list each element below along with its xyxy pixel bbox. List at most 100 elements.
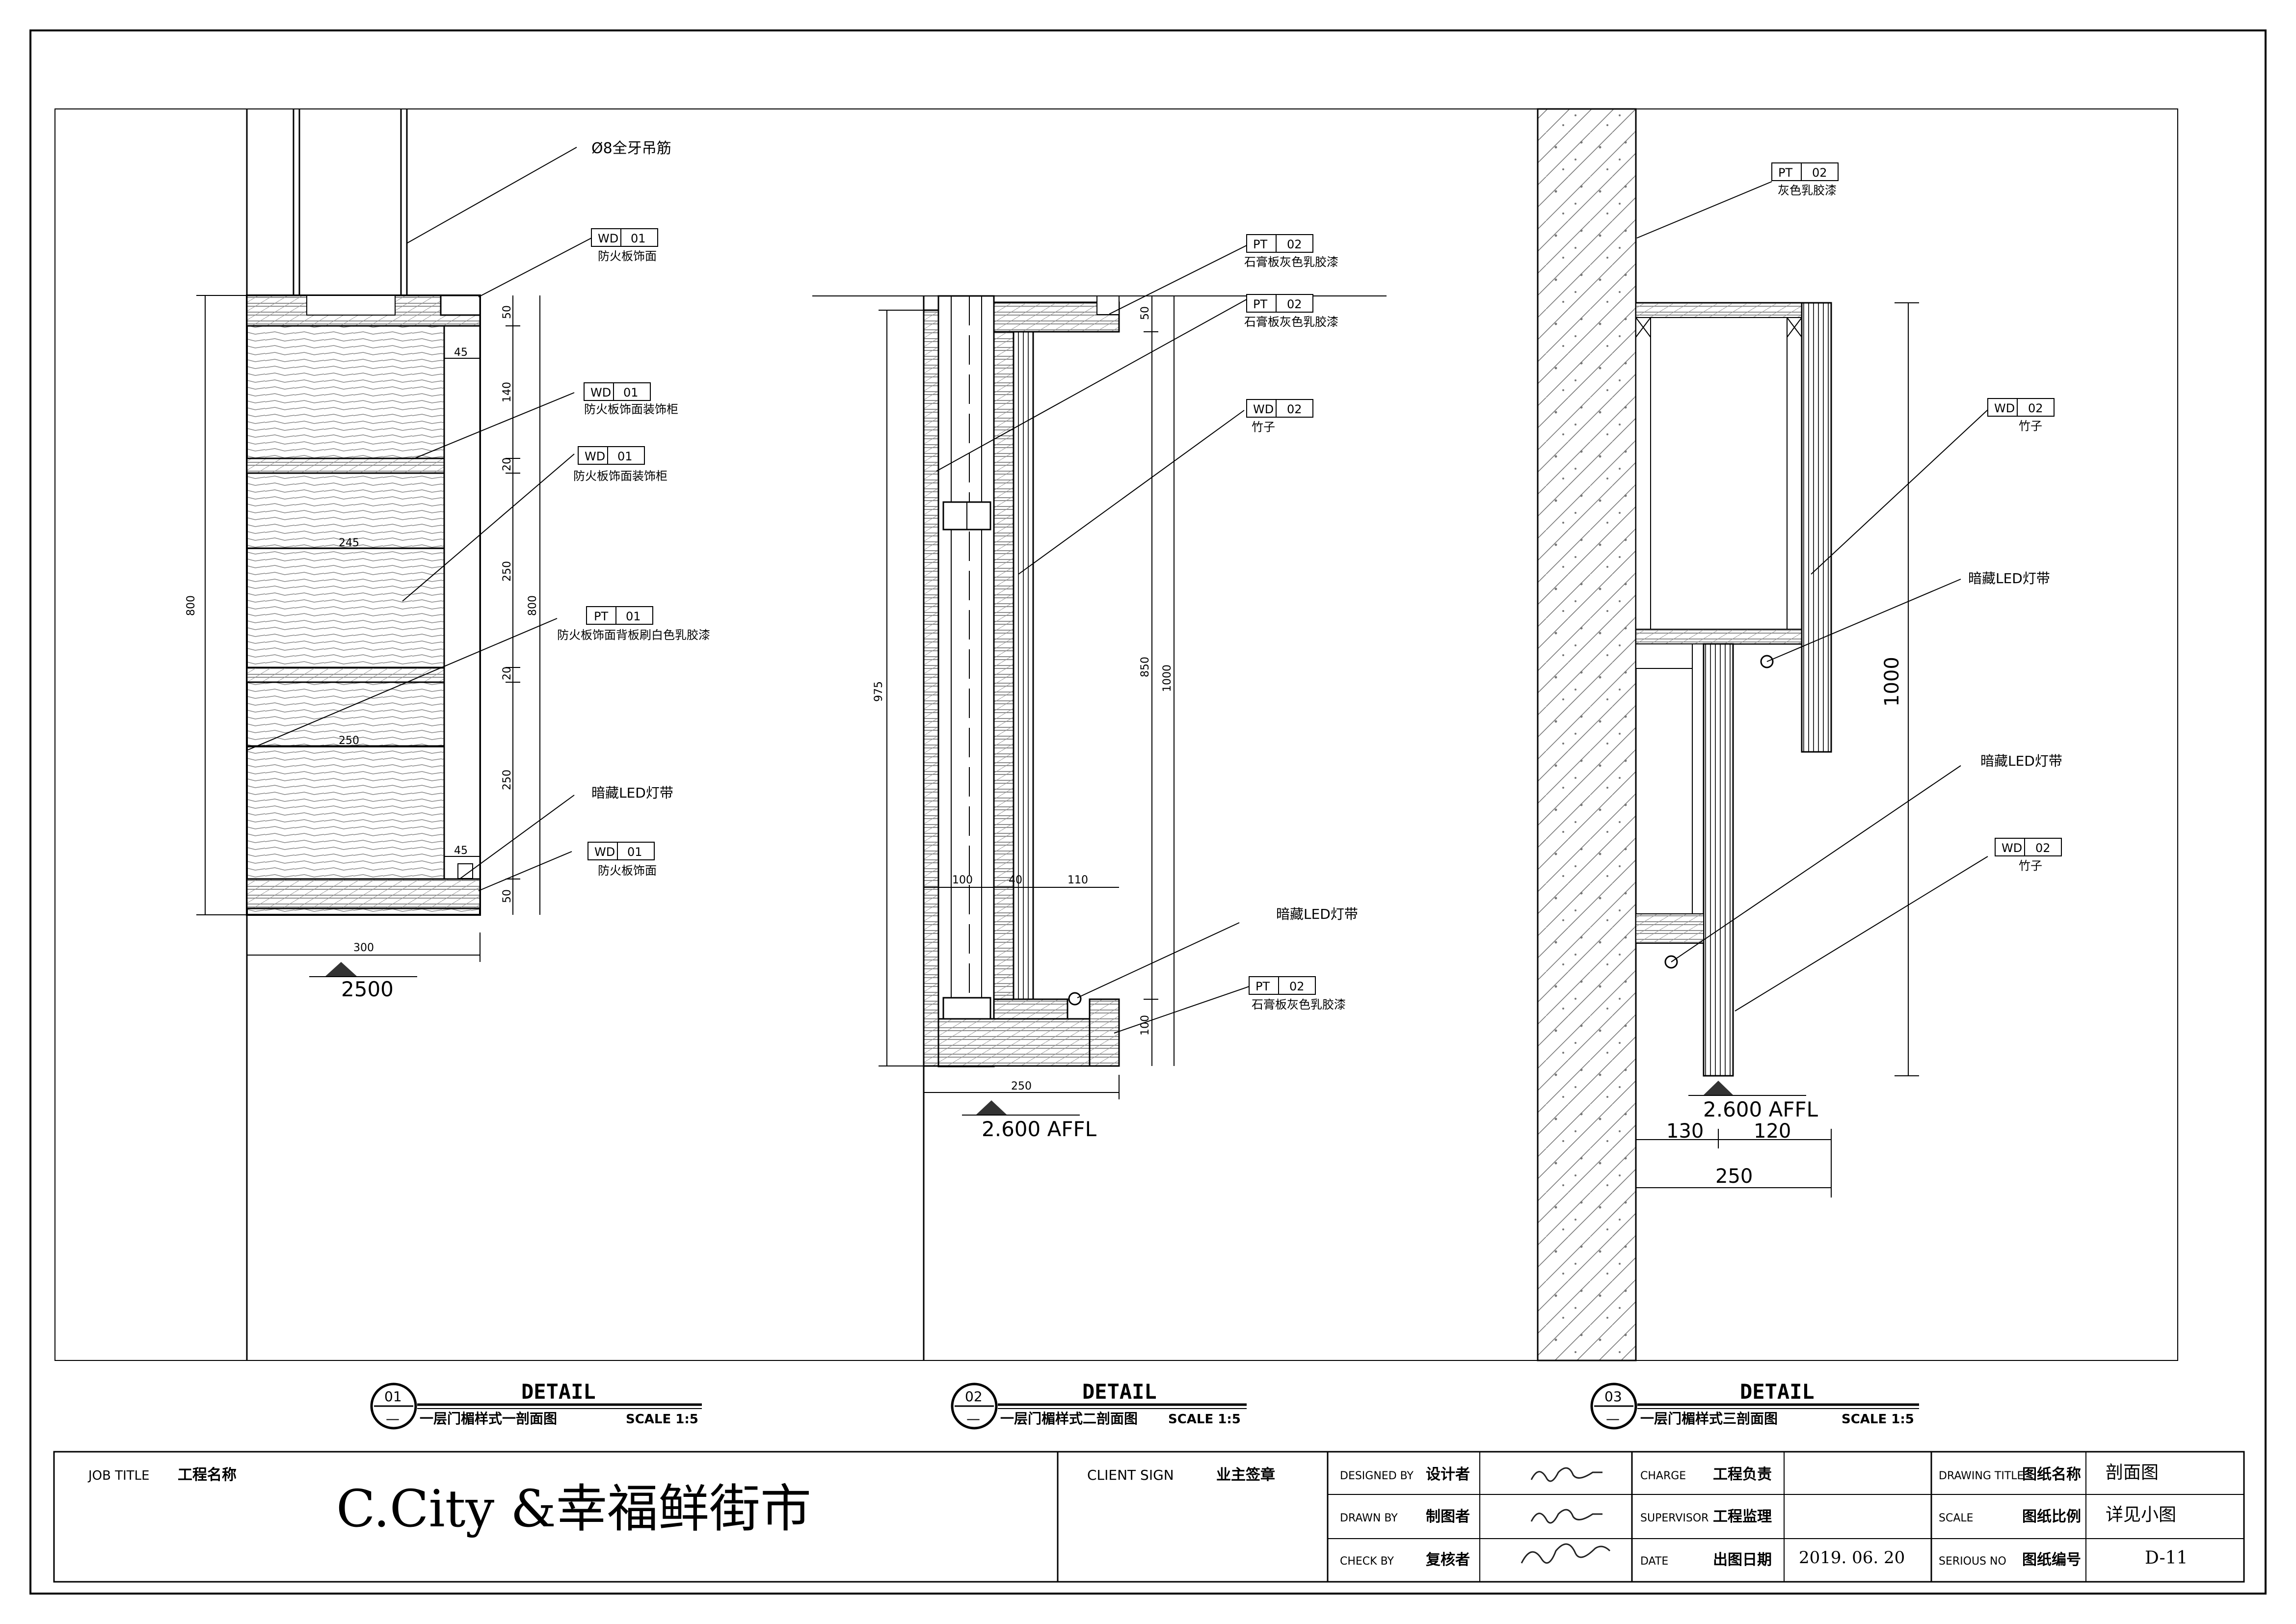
d1-tag-wd-b: WD bbox=[590, 386, 611, 399]
d3-dim-130: 130 bbox=[1666, 1120, 1704, 1143]
d2-dim-1000: 1000 bbox=[1161, 665, 1174, 692]
outer-border bbox=[29, 29, 2267, 1595]
d2-dim-40: 40 bbox=[1009, 874, 1022, 886]
d1-dim-300: 300 bbox=[353, 942, 374, 954]
designer-signature bbox=[1530, 1467, 1602, 1482]
detail-01-sub: — bbox=[386, 1411, 400, 1427]
detail-02-drawing bbox=[812, 245, 1387, 1360]
client-sign-label-cn: 业主签章 bbox=[1216, 1466, 1275, 1484]
d1-dim-45-top: 45 bbox=[454, 346, 468, 359]
d2-tag-pt02-a: PT 02 bbox=[1246, 234, 1313, 253]
d1-dim-50-top: 50 bbox=[501, 305, 513, 319]
d1-tag-01-a: 01 bbox=[631, 232, 646, 245]
job-title-label-cn: 工程名称 bbox=[178, 1466, 237, 1484]
d1-dim-800-left: 800 bbox=[185, 595, 197, 616]
d1-dim-250-c: 250 bbox=[339, 735, 359, 747]
serious-no-value: D-11 bbox=[2145, 1548, 2188, 1568]
d1-dim-140: 140 bbox=[501, 382, 513, 402]
d3-dim-120: 120 bbox=[1754, 1120, 1791, 1143]
charge-label-en: CHARGE bbox=[1640, 1470, 1686, 1482]
d2-dim-975: 975 bbox=[873, 681, 885, 702]
detail-02-sub: — bbox=[966, 1411, 980, 1427]
detail-03-label: DETAIL bbox=[1740, 1380, 1815, 1404]
detail-01-drawing bbox=[196, 109, 592, 1360]
job-title-label-en: JOB TITLE bbox=[87, 1468, 150, 1483]
designed-by-label-en: DESIGNED BY bbox=[1340, 1470, 1414, 1482]
d1-note-fire-frame-1: 防火板饰面装饰柜 bbox=[584, 402, 678, 416]
d3-tag-wd02-a: WD 02 bbox=[1987, 398, 2055, 417]
d3-note-led-2: 暗藏LED灯带 bbox=[1980, 753, 2062, 769]
d1-tag-01-b: 01 bbox=[623, 386, 639, 399]
d1-dim-250-a: 250 bbox=[501, 561, 513, 582]
scale-label-en: SCALE bbox=[1939, 1512, 1974, 1524]
client-sign-label-en: CLIENT SIGN bbox=[1087, 1467, 1174, 1483]
d1-dim-50-bottom: 50 bbox=[501, 889, 513, 903]
designed-by-label-cn: 设计者 bbox=[1426, 1466, 1470, 1483]
d2-tag-02-c: 02 bbox=[1287, 402, 1302, 416]
d2-note-gypsum-3: 石膏板灰色乳胶漆 bbox=[1252, 998, 1346, 1012]
d3-dim-250: 250 bbox=[1715, 1165, 1753, 1188]
detail-03-scale: SCALE 1:5 bbox=[1842, 1412, 1914, 1427]
detail-02-name: 一层门楣样式二剖面图 bbox=[1000, 1411, 1138, 1427]
d2-tag-wd: WD bbox=[1253, 402, 1274, 416]
title-block: JOB TITLE 工程名称 C.City &幸福鲜街市 CLIENT SIGN… bbox=[53, 1451, 2245, 1583]
d1-dim-45-bottom: 45 bbox=[454, 845, 468, 857]
d1-tag-wd01-c: WD 01 bbox=[578, 446, 645, 465]
detail-01-label: DETAIL bbox=[521, 1380, 596, 1404]
detail-01-scale: SCALE 1:5 bbox=[626, 1412, 698, 1427]
d1-tag-01-d: 01 bbox=[626, 610, 641, 623]
d3-tag-wd-b: WD bbox=[2002, 841, 2022, 855]
detail-01-name: 一层门楣样式一剖面图 bbox=[420, 1411, 557, 1427]
detail-03-sub: — bbox=[1606, 1411, 1620, 1427]
d2-note-gypsum-2: 石膏板灰色乳胶漆 bbox=[1244, 315, 1338, 329]
d3-note-bamboo-2: 竹子 bbox=[2019, 859, 2042, 873]
d1-level: 2500 bbox=[341, 977, 394, 1001]
d1-tag-pt01: PT 01 bbox=[586, 606, 653, 625]
d3-tag-02-a: 02 bbox=[1812, 166, 1827, 180]
detail-title-03: 03 — DETAIL 一层门楣样式三剖面图 SCALE 1:5 bbox=[1590, 1380, 1919, 1430]
d1-rod-note: Ø8全牙吊筋 bbox=[591, 140, 671, 157]
d2-tag-pt-c: PT bbox=[1255, 980, 1270, 993]
d2-dim-110: 110 bbox=[1068, 874, 1088, 886]
drawing-title-label-en: DRAWING TITLE bbox=[1939, 1470, 2024, 1482]
d2-dim-250: 250 bbox=[1011, 1080, 1032, 1092]
detail-03-name: 一层门楣样式三剖面图 bbox=[1640, 1411, 1778, 1427]
date-label-en: DATE bbox=[1640, 1555, 1668, 1568]
d1-dim-20-a: 20 bbox=[501, 457, 513, 471]
d2-level: 2.600 AFFL bbox=[982, 1117, 1097, 1141]
scale-value: 详见小图 bbox=[2106, 1505, 2176, 1525]
detail-title-01: 01 — DETAIL 一层门楣样式一剖面图 SCALE 1:5 bbox=[370, 1380, 702, 1430]
d3-level: 2.600 AFFL bbox=[1703, 1097, 1818, 1121]
d3-dim-1000: 1000 bbox=[1881, 657, 1903, 707]
drawing-title-value: 剖面图 bbox=[2106, 1463, 2159, 1483]
supervisor-label-cn: 工程监理 bbox=[1713, 1508, 1772, 1525]
d2-tag-02-b: 02 bbox=[1287, 297, 1302, 311]
d1-note-fire-face: 防火板饰面 bbox=[598, 249, 657, 263]
d2-dim-100-b: 100 bbox=[1139, 1015, 1151, 1036]
scale-label-cn: 图纸比例 bbox=[2022, 1508, 2081, 1525]
d2-dim-50: 50 bbox=[1139, 306, 1151, 320]
d3-note-bamboo-1: 竹子 bbox=[2019, 419, 2042, 433]
d3-tag-wd-a: WD bbox=[1994, 401, 2015, 415]
d1-tag-01-e: 01 bbox=[627, 845, 642, 859]
d3-tag-pt: PT bbox=[1778, 166, 1792, 180]
drawn-by-label-cn: 制图者 bbox=[1426, 1508, 1470, 1525]
d1-tag-01-c: 01 bbox=[617, 450, 633, 463]
d2-tag-02-d: 02 bbox=[1289, 980, 1305, 993]
drawing-title-label-cn: 图纸名称 bbox=[2022, 1466, 2081, 1483]
d2-tag-pt02-c: PT 02 bbox=[1249, 976, 1316, 995]
d2-tag-02-a: 02 bbox=[1287, 238, 1302, 251]
d3-tag-02-c: 02 bbox=[2035, 841, 2051, 855]
drafter-signature bbox=[1530, 1509, 1602, 1524]
date-label-cn: 出图日期 bbox=[1713, 1551, 1772, 1569]
d2-tag-wd02: WD 02 bbox=[1246, 399, 1313, 418]
d1-tag-wd-c: WD bbox=[585, 450, 605, 463]
d3-tag-pt02: PT 02 bbox=[1771, 162, 1839, 181]
d1-note-fire-frame-2: 防火板饰面装饰柜 bbox=[573, 469, 667, 483]
serious-no-label-en: SERIOUS NO bbox=[1939, 1555, 2006, 1568]
d1-dim-20-b: 20 bbox=[501, 666, 513, 680]
d1-note-fire-face-2: 防火板饰面 bbox=[598, 864, 657, 878]
date-value: 2019. 06. 20 bbox=[1799, 1548, 1905, 1568]
d2-tag-pt-b: PT bbox=[1253, 297, 1267, 311]
d1-note-led: 暗藏LED灯带 bbox=[591, 785, 673, 801]
